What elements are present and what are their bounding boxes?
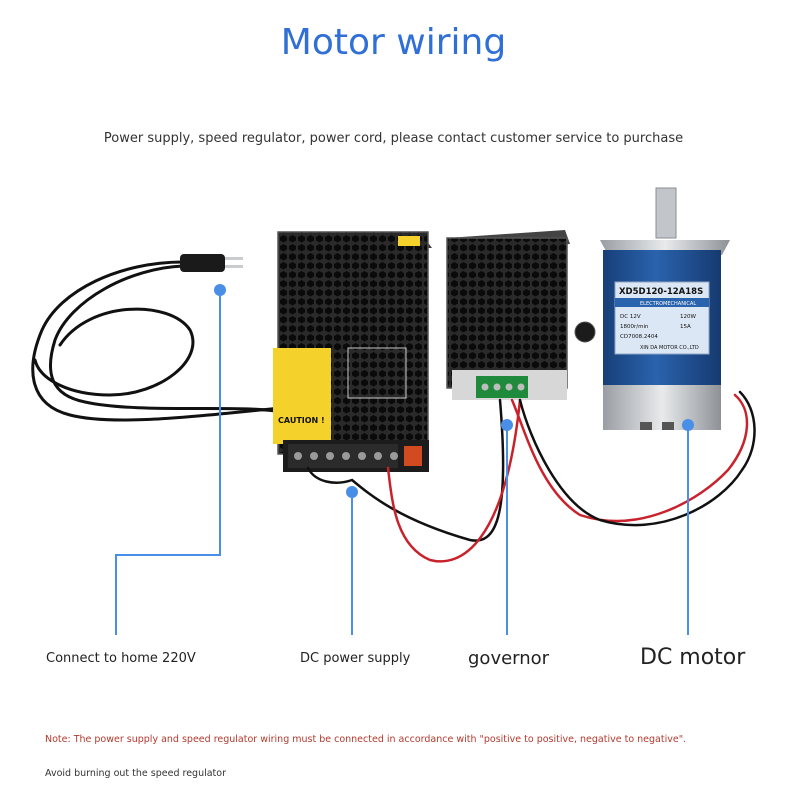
- power-cord: [31, 260, 284, 422]
- page-title: Motor wiring: [280, 22, 507, 63]
- plug-icon: [180, 254, 243, 272]
- motor-maker: XIN DA MOTOR CO.,LTD: [640, 345, 699, 351]
- dc-wires: [306, 390, 756, 563]
- wiring-note: Note: The power supply and speed regulat…: [45, 734, 687, 745]
- warning-text: Avoid burning out the speed regulator: [45, 768, 226, 779]
- label-psu: DC power supply: [300, 651, 411, 666]
- page-subtitle: Power supply, speed regulator, power cor…: [103, 131, 684, 146]
- motor-power: 120W: [680, 314, 696, 320]
- governor-unit: [446, 230, 596, 400]
- motor-speed: 1800r/min: [620, 324, 649, 330]
- marker-motor: [682, 419, 694, 431]
- label-motor: DC motor: [640, 645, 746, 670]
- label-governor: governor: [468, 648, 550, 669]
- motor-nameplate: XD5D120-12A18S ELECTROMECHANICAL DC 12V …: [619, 287, 703, 351]
- motor-current: 15A: [680, 324, 691, 330]
- marker-governor: [501, 419, 513, 431]
- motor-brand: ELECTROMECHANICAL: [640, 301, 696, 307]
- leader-lines: [115, 290, 689, 635]
- label-home: Connect to home 220V: [46, 651, 196, 666]
- dc-motor: [600, 187, 730, 430]
- motor-code: CD7008.2404: [620, 334, 658, 340]
- caution-label: CAUTION !: [278, 416, 325, 425]
- leader-home: [115, 290, 221, 635]
- motor-voltage: DC 12V: [620, 314, 641, 320]
- marker-psu: [346, 486, 358, 498]
- dc-power-supply: [273, 231, 432, 472]
- motor-model: XD5D120-12A18S: [619, 287, 703, 297]
- marker-home: [214, 284, 226, 296]
